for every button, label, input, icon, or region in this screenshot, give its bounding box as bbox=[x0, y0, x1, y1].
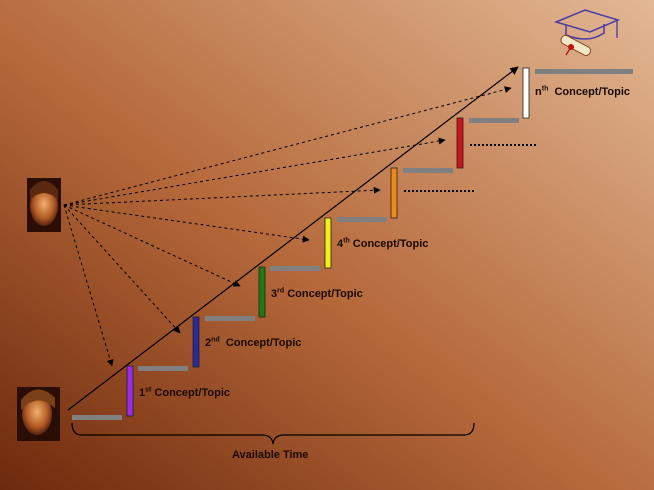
step-riser bbox=[258, 266, 266, 318]
attention-arrow bbox=[63, 204, 241, 287]
student-face-icon bbox=[17, 387, 60, 441]
available-time-label: Available Time bbox=[232, 449, 309, 461]
graduation-cap-diploma-icon bbox=[553, 9, 621, 57]
step-tread bbox=[403, 168, 453, 173]
step-tread bbox=[205, 316, 255, 321]
step-tread bbox=[138, 366, 188, 371]
attention-arrow bbox=[63, 204, 181, 334]
step-risers bbox=[126, 67, 530, 417]
attention-arrow bbox=[63, 137, 446, 206]
step-label-1: 1st Concept/Topic bbox=[139, 386, 230, 399]
step-tread bbox=[535, 69, 633, 74]
step-label-4: 4th Concept/Topic bbox=[337, 237, 429, 250]
step-riser bbox=[522, 67, 530, 119]
step-label-2: 2nd Concept/Topic bbox=[205, 336, 302, 349]
progress-arrow bbox=[67, 66, 519, 411]
step-riser bbox=[390, 167, 398, 219]
step-riser bbox=[192, 316, 200, 368]
time-brace bbox=[71, 422, 475, 445]
step-tread bbox=[270, 266, 320, 271]
step-treads bbox=[72, 69, 633, 420]
attention-arrow bbox=[63, 204, 310, 243]
attention-arrow bbox=[63, 186, 381, 206]
attention-arrow bbox=[63, 86, 512, 206]
continuation-dots bbox=[404, 144, 538, 192]
step-tread bbox=[337, 217, 387, 222]
step-riser bbox=[126, 365, 134, 417]
step-tread bbox=[469, 118, 519, 123]
step-riser bbox=[456, 117, 464, 169]
step-label-3: 3rd Concept/Topic bbox=[271, 287, 363, 300]
step-riser bbox=[324, 217, 332, 269]
attention-arrow bbox=[63, 204, 114, 367]
step-tread bbox=[72, 415, 122, 420]
attention-arrows bbox=[63, 86, 512, 367]
step-label-n: nth Concept/Topic bbox=[535, 85, 631, 98]
student-face-icon bbox=[27, 178, 61, 232]
